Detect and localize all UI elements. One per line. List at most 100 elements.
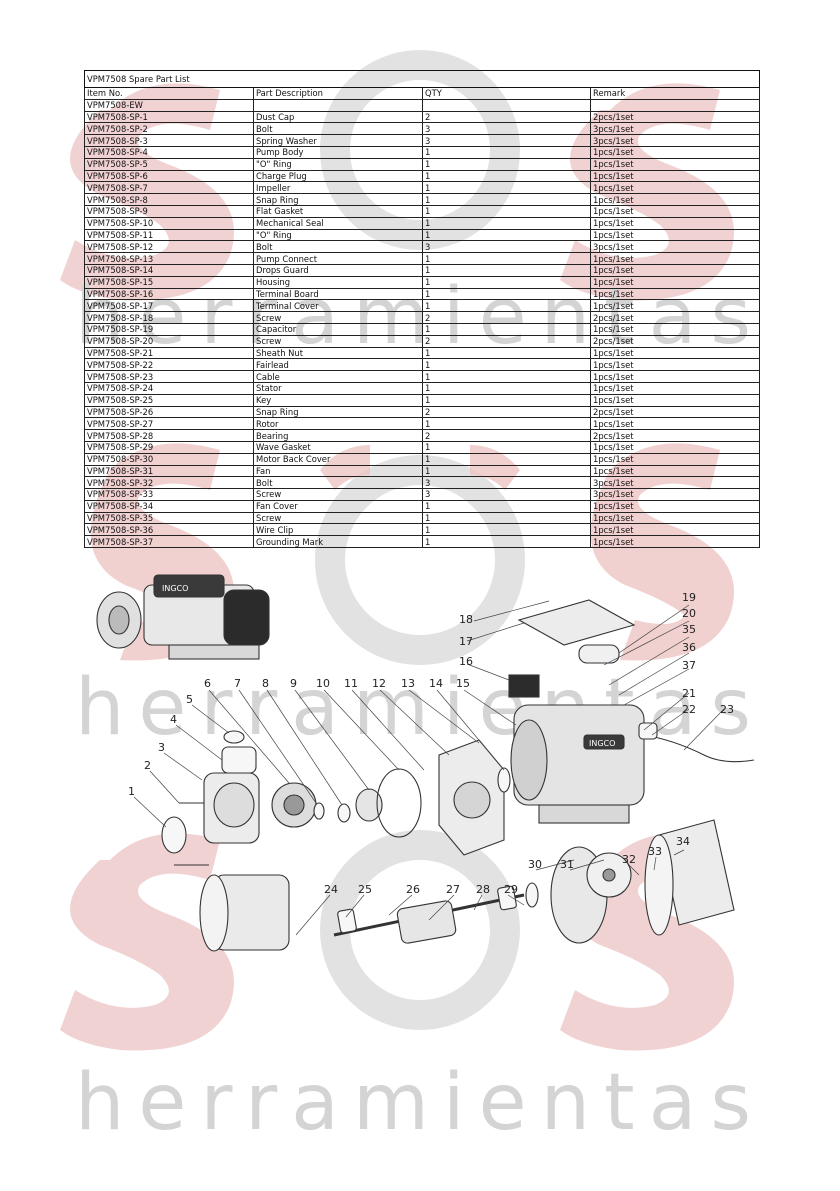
cell-remark: 1pcs/1set [589,228,761,242]
cell-item-no: VPM7508-SP-25 [84,393,254,407]
cell-part-description: Fairlead [253,358,423,372]
callout-30: 30 [528,858,542,871]
cell-remark: 2pcs/1set [589,334,761,348]
pump-connect-part [438,739,511,856]
cell-qty: 3 [422,134,591,147]
header-qty: QTY [422,87,591,100]
table-row: VPM7508-EW [84,98,761,112]
callout-21: 21 [682,687,696,700]
cell-remark: 1pcs/1set [589,535,761,549]
fan-assembly [550,819,735,944]
cell-qty: 1 [422,299,591,313]
cell-part-description: Snap Ring [253,193,423,206]
cell-part-description: Terminal Cover [253,299,423,313]
cell-qty: 1 [422,358,591,372]
cell-part-description: Fan Cover [253,499,423,513]
callout-35: 35 [682,623,696,636]
cell-item-no: VPM7508-SP-36 [84,523,254,537]
cell-qty: 1 [422,346,591,360]
table-header-row: Item No. Part Description QTY Remark [84,87,761,100]
callout-24: 24 [324,883,338,896]
cell-part-description: Bolt [253,122,423,136]
cell-part-description: Motor Back Cover [253,452,423,466]
cell-item-no: VPM7508-SP-15 [84,275,254,289]
cell-part-description: Fan [253,464,423,478]
cell-remark: 3pcs/1set [589,240,761,254]
callout-7: 7 [234,677,241,690]
cell-qty: 1 [422,145,591,159]
callout-29: 29 [504,883,518,896]
callout-4: 4 [170,713,177,726]
callout-20: 20 [682,607,696,620]
callout-19: 19 [682,591,696,604]
callout-34: 34 [676,835,690,848]
cell-remark: 1pcs/1set [589,299,761,313]
cell-remark: 2pcs/1set [589,110,761,124]
cell-remark: 1pcs/1set [589,157,761,171]
callout-27: 27 [446,883,460,896]
cell-remark: 1pcs/1set [589,145,761,159]
cell-qty: 1 [422,204,591,218]
cell-remark: 1pcs/1set [589,464,761,478]
cell-qty: 3 [422,240,591,254]
cell-remark: 1pcs/1set [589,204,761,218]
callout-6: 6 [204,677,211,690]
cell-part-description: Key [253,393,423,407]
callout-36: 36 [682,641,696,654]
cell-remark: 1pcs/1set [589,393,761,407]
cell-item-no: VPM7508-SP-2 [84,122,254,136]
cell-qty: 3 [422,122,591,136]
cell-qty: 1 [422,263,591,277]
cell-part-description: Terminal Board [253,287,423,301]
spare-part-table: VPM7508 Spare Part List Item No. Part De… [83,70,761,549]
cell-part-description: Rotor [253,417,423,431]
cell-qty: 1 [422,440,591,454]
cell-item-no: VPM7508-SP-20 [84,334,254,348]
impeller-part [271,782,317,828]
callout-26: 26 [406,883,420,896]
cell-item-no: VPM7508-SP-34 [84,499,254,513]
table-title-row: VPM7508 Spare Part List [83,70,761,88]
cell-remark: 1pcs/1set [589,523,761,537]
cell-part-description: Sheath Nut [253,346,423,360]
callout-17: 17 [459,635,473,648]
cell-item-no: VPM7508-SP-8 [84,193,254,206]
cell-remark: 1pcs/1set [589,263,761,277]
cell-item-no: VPM7508-SP-35 [84,511,254,525]
cell-part-description: Charge Plug [253,169,423,183]
cell-item-no: VPM7508-SP-6 [84,169,254,183]
cell-part-description: Screw [253,511,423,525]
cell-part-description: Spring Washer [253,134,423,147]
cell-qty: 1 [422,228,591,242]
callout-18: 18 [459,613,473,626]
cell-qty: 2 [422,334,591,348]
cell-item-no: VPM7508-SP-37 [84,535,254,549]
cell-qty [422,98,591,112]
cell-item-no: VPM7508-SP-24 [84,381,254,395]
callout-25: 25 [358,883,372,896]
cell-part-description: Flat Gasket [253,204,423,218]
cell-item-no: VPM7508-SP-1 [84,110,254,124]
header-part-description: Part Description [253,87,423,100]
cell-part-description: Pump Connect [253,252,423,265]
cell-part-description: Mechanical Seal [253,216,423,230]
callout-2: 2 [144,759,151,772]
callout-3: 3 [158,741,165,754]
cell-part-description: Wave Gasket [253,440,423,454]
cell-qty: 3 [422,476,591,490]
cell-qty: 1 [422,216,591,230]
cell-remark: 1pcs/1set [589,322,761,336]
callout-33: 33 [648,845,662,858]
